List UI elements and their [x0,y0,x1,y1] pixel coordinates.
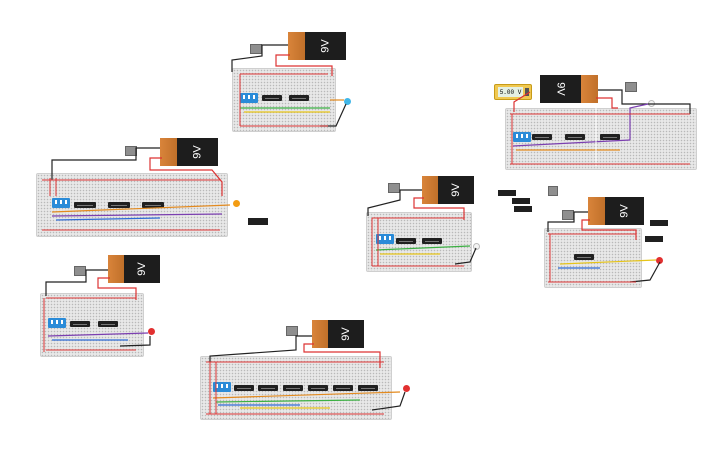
battery-body [540,75,581,103]
ic-chip [565,134,585,140]
battery-label: 9V [191,145,204,159]
ic-chip [333,385,353,391]
led-red[interactable] [148,328,155,335]
loose-slide-switch[interactable] [548,186,558,196]
slide-switch[interactable] [286,326,298,336]
multimeter[interactable]: 5.00 V [494,84,532,100]
slide-switch[interactable] [74,266,86,276]
battery-copper-cap [312,320,328,348]
slide-switch[interactable] [388,183,400,193]
battery-c[interactable]: 9V [108,255,160,283]
loose-ic-chip[interactable] [498,190,516,196]
multimeter-knob-icon[interactable] [525,88,529,96]
battery-e[interactable]: 9V [422,176,474,204]
dip-switch[interactable] [213,382,231,392]
battery-label: 9V [339,327,352,341]
battery-label: 9V [618,204,631,218]
ic-chip [142,202,164,208]
slide-switch[interactable] [250,44,262,54]
battery-copper-cap [288,32,306,60]
ic-chip [422,238,442,244]
battery-a[interactable]: 9V [288,32,346,60]
battery-d[interactable]: 9V [312,320,364,348]
loose-ic-chip[interactable] [650,220,668,226]
battery-label: 9V [554,82,567,96]
led-white[interactable] [648,100,655,107]
battery-body [327,320,364,348]
ic-chip [396,238,416,244]
battery-copper-cap [108,255,124,283]
ic-chip [234,385,254,391]
slide-switch[interactable] [625,82,637,92]
ic-chip [308,385,328,391]
dip-switch[interactable] [52,198,70,208]
loose-ic-chip[interactable] [512,198,530,204]
loose-ic-chip[interactable] [645,236,663,242]
multimeter-reading: 5.00 V [498,87,523,97]
led-blue[interactable] [344,98,351,105]
ic-chip [262,95,282,101]
ic-chip [283,385,303,391]
battery-label: 9V [449,183,462,197]
battery-copper-cap [422,176,438,204]
wire-red [596,97,618,109]
battery-label: 9V [135,262,148,276]
battery-g[interactable]: 9V [588,197,644,225]
ic-chip [98,321,118,327]
battery-b[interactable]: 9V [160,138,218,166]
dip-switch[interactable] [376,234,394,244]
led-white[interactable] [473,243,480,250]
battery-label: 9V [319,39,332,53]
led-red[interactable] [656,257,663,264]
ic-chip [574,254,594,260]
ic-chip [600,134,620,140]
ic-chip [358,385,378,391]
battery-copper-cap [160,138,178,166]
dip-switch[interactable] [513,132,531,142]
led-red[interactable] [403,385,410,392]
slide-switch[interactable] [562,210,574,220]
ic-chip [74,202,96,208]
dip-switch[interactable] [48,318,66,328]
loose-ic-chip[interactable] [248,218,268,225]
ic-chip [532,134,552,140]
dip-switch[interactable] [240,93,258,103]
battery-f[interactable]: 9V [540,75,598,103]
led-orange[interactable] [233,200,240,207]
battery-copper-cap [588,197,605,225]
battery-copper-cap [580,75,598,103]
ic-chip [70,321,90,327]
loose-ic-chip[interactable] [514,206,532,212]
slide-switch[interactable] [125,146,137,156]
ic-chip [289,95,309,101]
ic-chip [258,385,278,391]
ic-chip [108,202,130,208]
